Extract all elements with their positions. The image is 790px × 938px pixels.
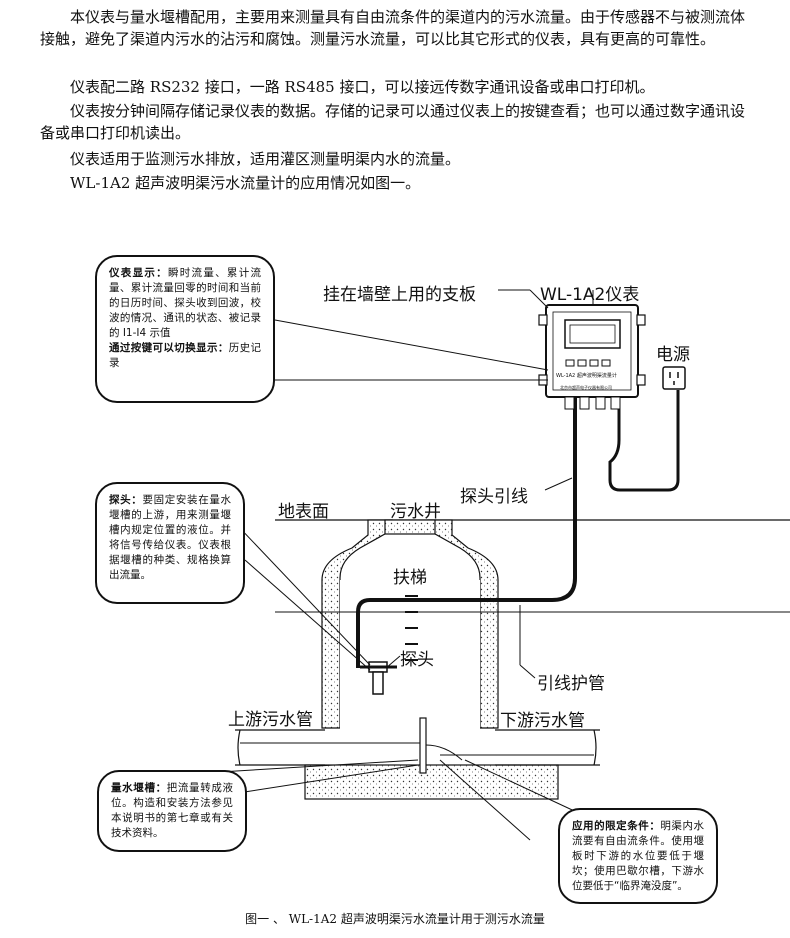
well-interior [340, 580, 480, 730]
ground-label: 地表面 [278, 502, 329, 522]
bracket-label: 挂在墙壁上用的支板 [323, 285, 476, 305]
well-label: 污水井 [390, 502, 441, 522]
callout-probe-body: 要固定安装在量水堰槽的上游，用来测量堰槽内规定位置的液位。并将信号传给仪表。仪表… [109, 494, 232, 581]
downstream-pipe [495, 729, 600, 766]
probe-label: 探头 [400, 650, 434, 670]
intro-paragraph-4: 仪表适用于监测污水排放，适用灌区测量明渠内水的流量。 [70, 150, 461, 168]
power-plug [662, 366, 686, 390]
callout-display-title: 仪表显示： [109, 267, 168, 279]
upstream-pipe [235, 729, 325, 766]
intro-paragraph-1: 本仪表与量水堰槽配用，主要用来测量具有自由流条件的渠道内的污水流量。由于传感器不… [40, 8, 746, 48]
probe-cable-label: 探头引线 [460, 487, 528, 507]
power-label: 电源 [656, 345, 690, 365]
ladder-label: 扶梯 [393, 568, 427, 588]
callout-flume: 量水堰槽：把流量转成液位。构造和安装方法参见本说明书的第七章或有关技术资料。 [97, 770, 247, 852]
downstream-pipe-label: 下游污水管 [500, 711, 585, 731]
callout-condition: 应用的限定条件：明渠内水流要有自由流条件。使用堰板时下游的水位要低于堰坎；使用巴… [558, 808, 718, 904]
callout-display: 仪表显示：瞬时流量、累计流量、累计流量回零的时间和当前的日历时间、探头收到回波，… [95, 255, 275, 403]
callout-condition-title: 应用的限定条件： [572, 820, 661, 832]
callout-flume-body: 把流量转成液位。构造和安装方法参见本说明书的第七章或有关技术资料。 [111, 782, 233, 839]
conduit-label: 引线护管 [537, 674, 605, 694]
callout-probe-title: 探头： [109, 494, 143, 506]
pointer-lines [169, 289, 594, 841]
meter-label: WL-1A2仪表 [540, 285, 640, 305]
weir-plate [419, 717, 427, 774]
power-cable [608, 390, 680, 492]
meter-box [538, 304, 646, 410]
meter-model-text: WL-1A2 超声波明渠流量计 [556, 373, 617, 379]
callout-display-body: 瞬时流量、累计流量、累计流量回零的时间和当前的日历时间、探头收到回波，校波的情况… [109, 267, 262, 339]
callout-flume-title: 量水堰槽： [111, 782, 167, 794]
bottom-slab [304, 764, 559, 800]
callout-probe: 探头：要固定安装在量水堰槽的上游，用来测量堰槽内规定位置的液位。并将信号传给仪表… [95, 482, 245, 604]
callout-condition-body: 明渠内水流要有自由流条件。使用堰板时下游的水位要低于堰坎；使用巴歇尔槽，下游水位… [572, 820, 705, 892]
well-walls [321, 519, 499, 729]
callout-display-body2: 历史记录 [109, 342, 262, 369]
meter-screen [564, 319, 621, 349]
meter-keys [565, 359, 611, 367]
intro-paragraph-5: WL-1A2 超声波明渠污水流量计的应用情况如图一。 [70, 174, 421, 192]
meter-maker-text: 北京市超声电子仪器有限公司 [560, 385, 612, 390]
upstream-pipe-label: 上游污水管 [228, 710, 313, 730]
figure-caption: 图一 、 WL-1A2 超声波明渠污水流量计用于测污水流量 [245, 912, 545, 926]
intro-paragraph-3: 仪表按分钟间隔存储记录仪表的数据。存储的记录可以通过仪表上的按键查看；也可以通过… [40, 102, 746, 142]
intro-paragraph-2: 仪表配二路 RS232 接口，一路 RS485 接口，可以接远传数字通讯设备或串… [70, 78, 655, 96]
callout-display-title2: 通过按键可以切换显示： [109, 342, 229, 354]
conduit-pipe [356, 380, 577, 668]
